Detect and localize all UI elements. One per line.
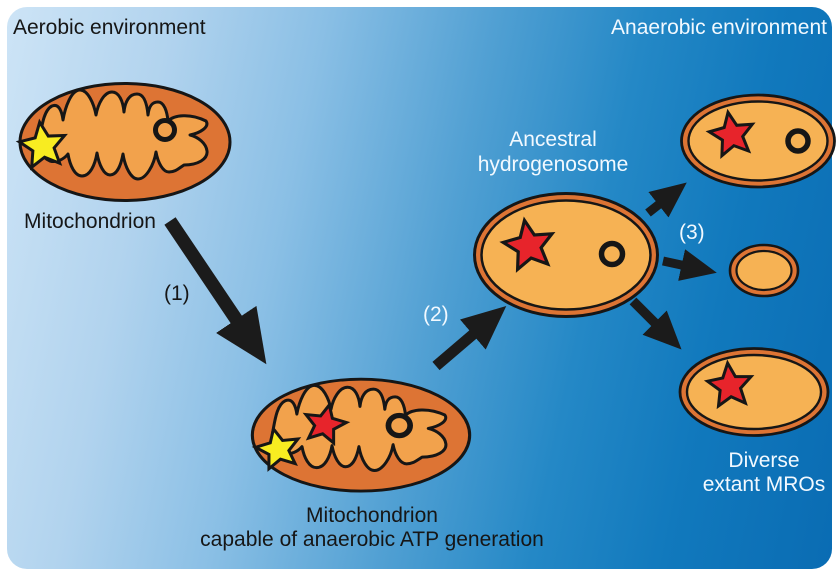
anaerobic-environment-label: Anaerobic environment — [611, 16, 827, 39]
diverse-mros-label: Diverse extant MROs — [664, 449, 839, 497]
mro-reduced-diagram — [728, 243, 800, 298]
mro-inner-membrane — [685, 353, 823, 431]
mro-with-star-and-genome-diagram — [679, 93, 836, 189]
anaerobic-mitochondrion-diagram — [242, 371, 472, 505]
genome-ring-icon — [785, 128, 811, 154]
mro-with-star-diagram — [678, 347, 830, 438]
mitochondrion-diagram — [10, 82, 232, 215]
mro-inner-membrane — [735, 249, 793, 292]
genome-ring-icon — [598, 240, 626, 268]
diverse-mros-label-line2: extant MROs — [702, 473, 826, 496]
arrow-3b-icon — [662, 249, 717, 281]
anaerobic-mitochondrion-label-line1: Mitochondrion — [306, 504, 438, 527]
aerobic-environment-label: Aerobic environment — [13, 16, 206, 39]
genome-ring-icon — [153, 118, 177, 142]
mitochondrion-label: Mitochondrion — [24, 210, 156, 233]
ancestral-hydrogenosome-label: Ancestral hydrogenosome — [453, 127, 653, 177]
arrow-2-icon — [432, 306, 507, 371]
ancestral-hydrogenosome-label-line1: Ancestral — [509, 128, 597, 151]
step-2-label: (2) — [423, 303, 449, 326]
diverse-mros-label-line1: Diverse — [728, 449, 800, 472]
ancestral-hydrogenosome-diagram — [472, 192, 659, 318]
mro-inner-membrane — [687, 100, 829, 182]
anaerobic-mitochondrion-label: Mitochondrion capable of anaerobic ATP g… — [152, 504, 592, 552]
arrow-1-icon — [164, 217, 267, 365]
step-3-label: (3) — [679, 221, 705, 244]
arrow-3a-icon — [645, 182, 687, 218]
genome-ring-icon — [385, 412, 413, 439]
arrow-3c-icon — [629, 297, 682, 350]
anaerobic-mitochondrion-label-line2: capable of anaerobic ATP generation — [200, 528, 544, 551]
ancestral-hydrogenosome-label-line2: hydrogenosome — [477, 153, 629, 176]
step-1-label: (1) — [164, 282, 190, 305]
